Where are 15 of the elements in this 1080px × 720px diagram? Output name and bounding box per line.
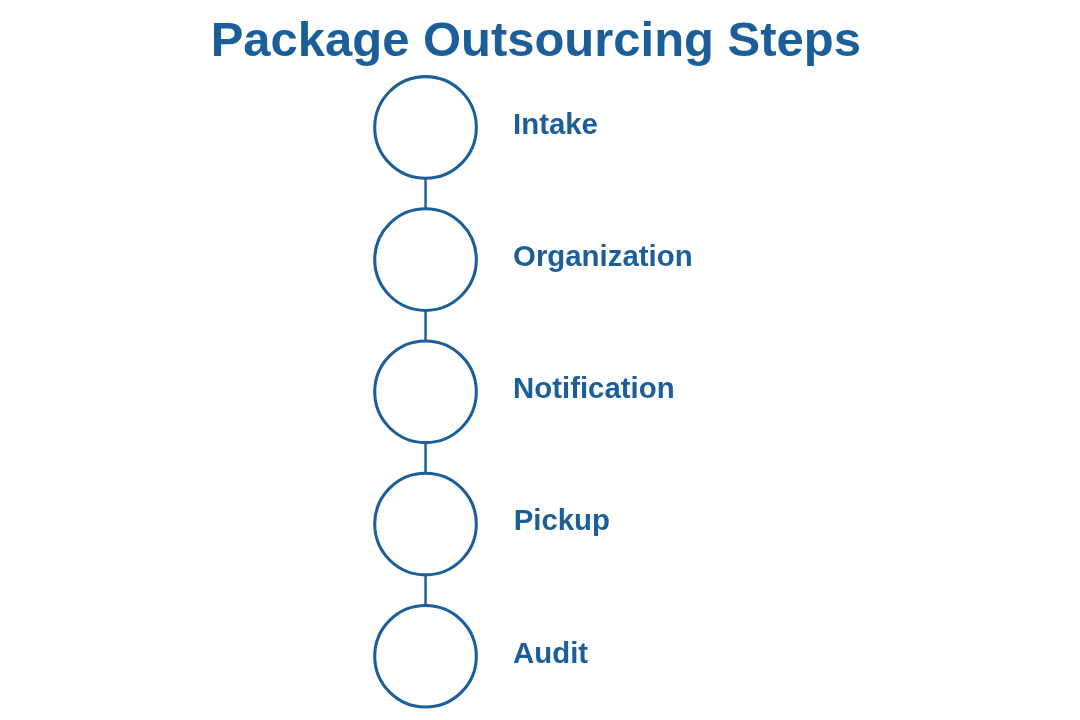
connector [424, 178, 427, 209]
connector [424, 442, 427, 473]
connector [424, 575, 427, 606]
node-label: Notification [513, 371, 675, 405]
node-circle [373, 75, 478, 180]
node-label: Audit [513, 635, 589, 669]
node-circle [373, 207, 478, 312]
node-label: Pickup [513, 503, 611, 537]
node-circle [373, 603, 478, 709]
node-label: Organization [513, 238, 693, 272]
node-label: Intake [513, 106, 598, 140]
connector [424, 310, 427, 341]
diagram-title: Package Outsourcing Steps [210, 11, 861, 66]
node-circle [373, 471, 478, 577]
node-circle [373, 339, 478, 445]
